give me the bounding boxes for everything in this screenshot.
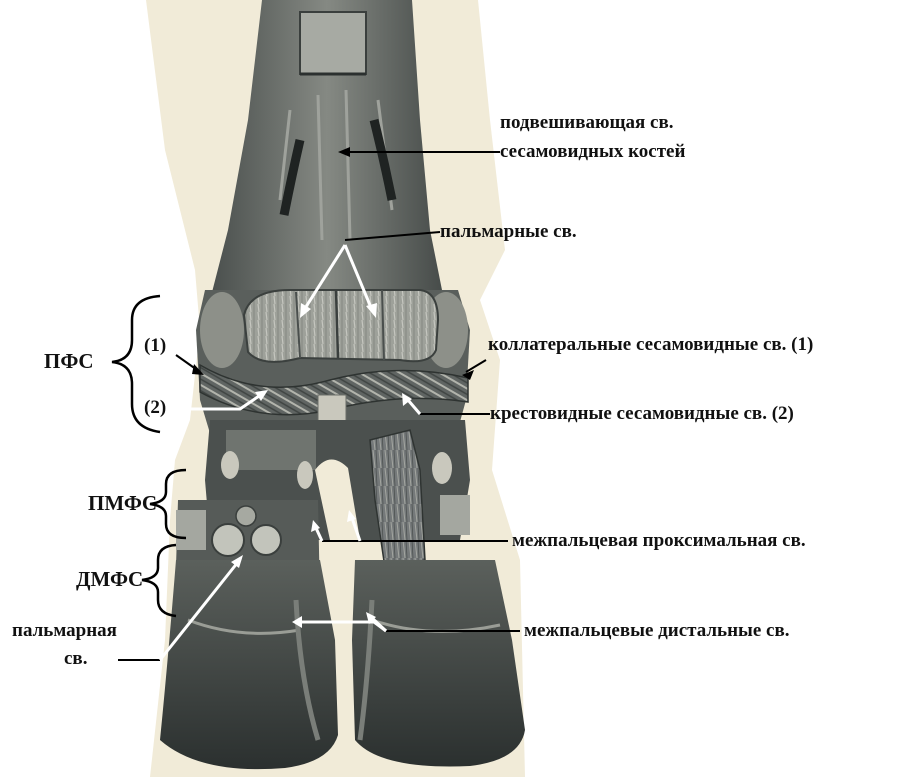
label-joint-pmfs: ПМФС (88, 492, 157, 514)
label-suspensory-line1: подвешивающая св. (500, 112, 674, 134)
label-cruciate: крестовидные сесамовидные св. (2) (490, 403, 794, 425)
label-collateral: коллатеральные сесамовидные св. (1) (488, 334, 813, 356)
label-suspensory-line2: сесамовидных костей (500, 141, 685, 163)
label-joint-dmfs: ДМФС (76, 568, 143, 590)
label-interdigital-distal: межпальцевые дистальные св. (524, 620, 789, 642)
label-marker-1: (1) (144, 335, 166, 357)
label-interdigital-proximal: межпальцевая проксимальная св. (512, 530, 806, 552)
label-palmar-lig-line1: пальмарная (12, 620, 117, 642)
label-marker-2: (2) (144, 397, 166, 419)
label-palmar-ligs: пальмарные св. (440, 221, 577, 243)
label-palmar-lig-line2: св. (64, 648, 87, 670)
label-joint-pfs: ПФС (44, 350, 94, 372)
